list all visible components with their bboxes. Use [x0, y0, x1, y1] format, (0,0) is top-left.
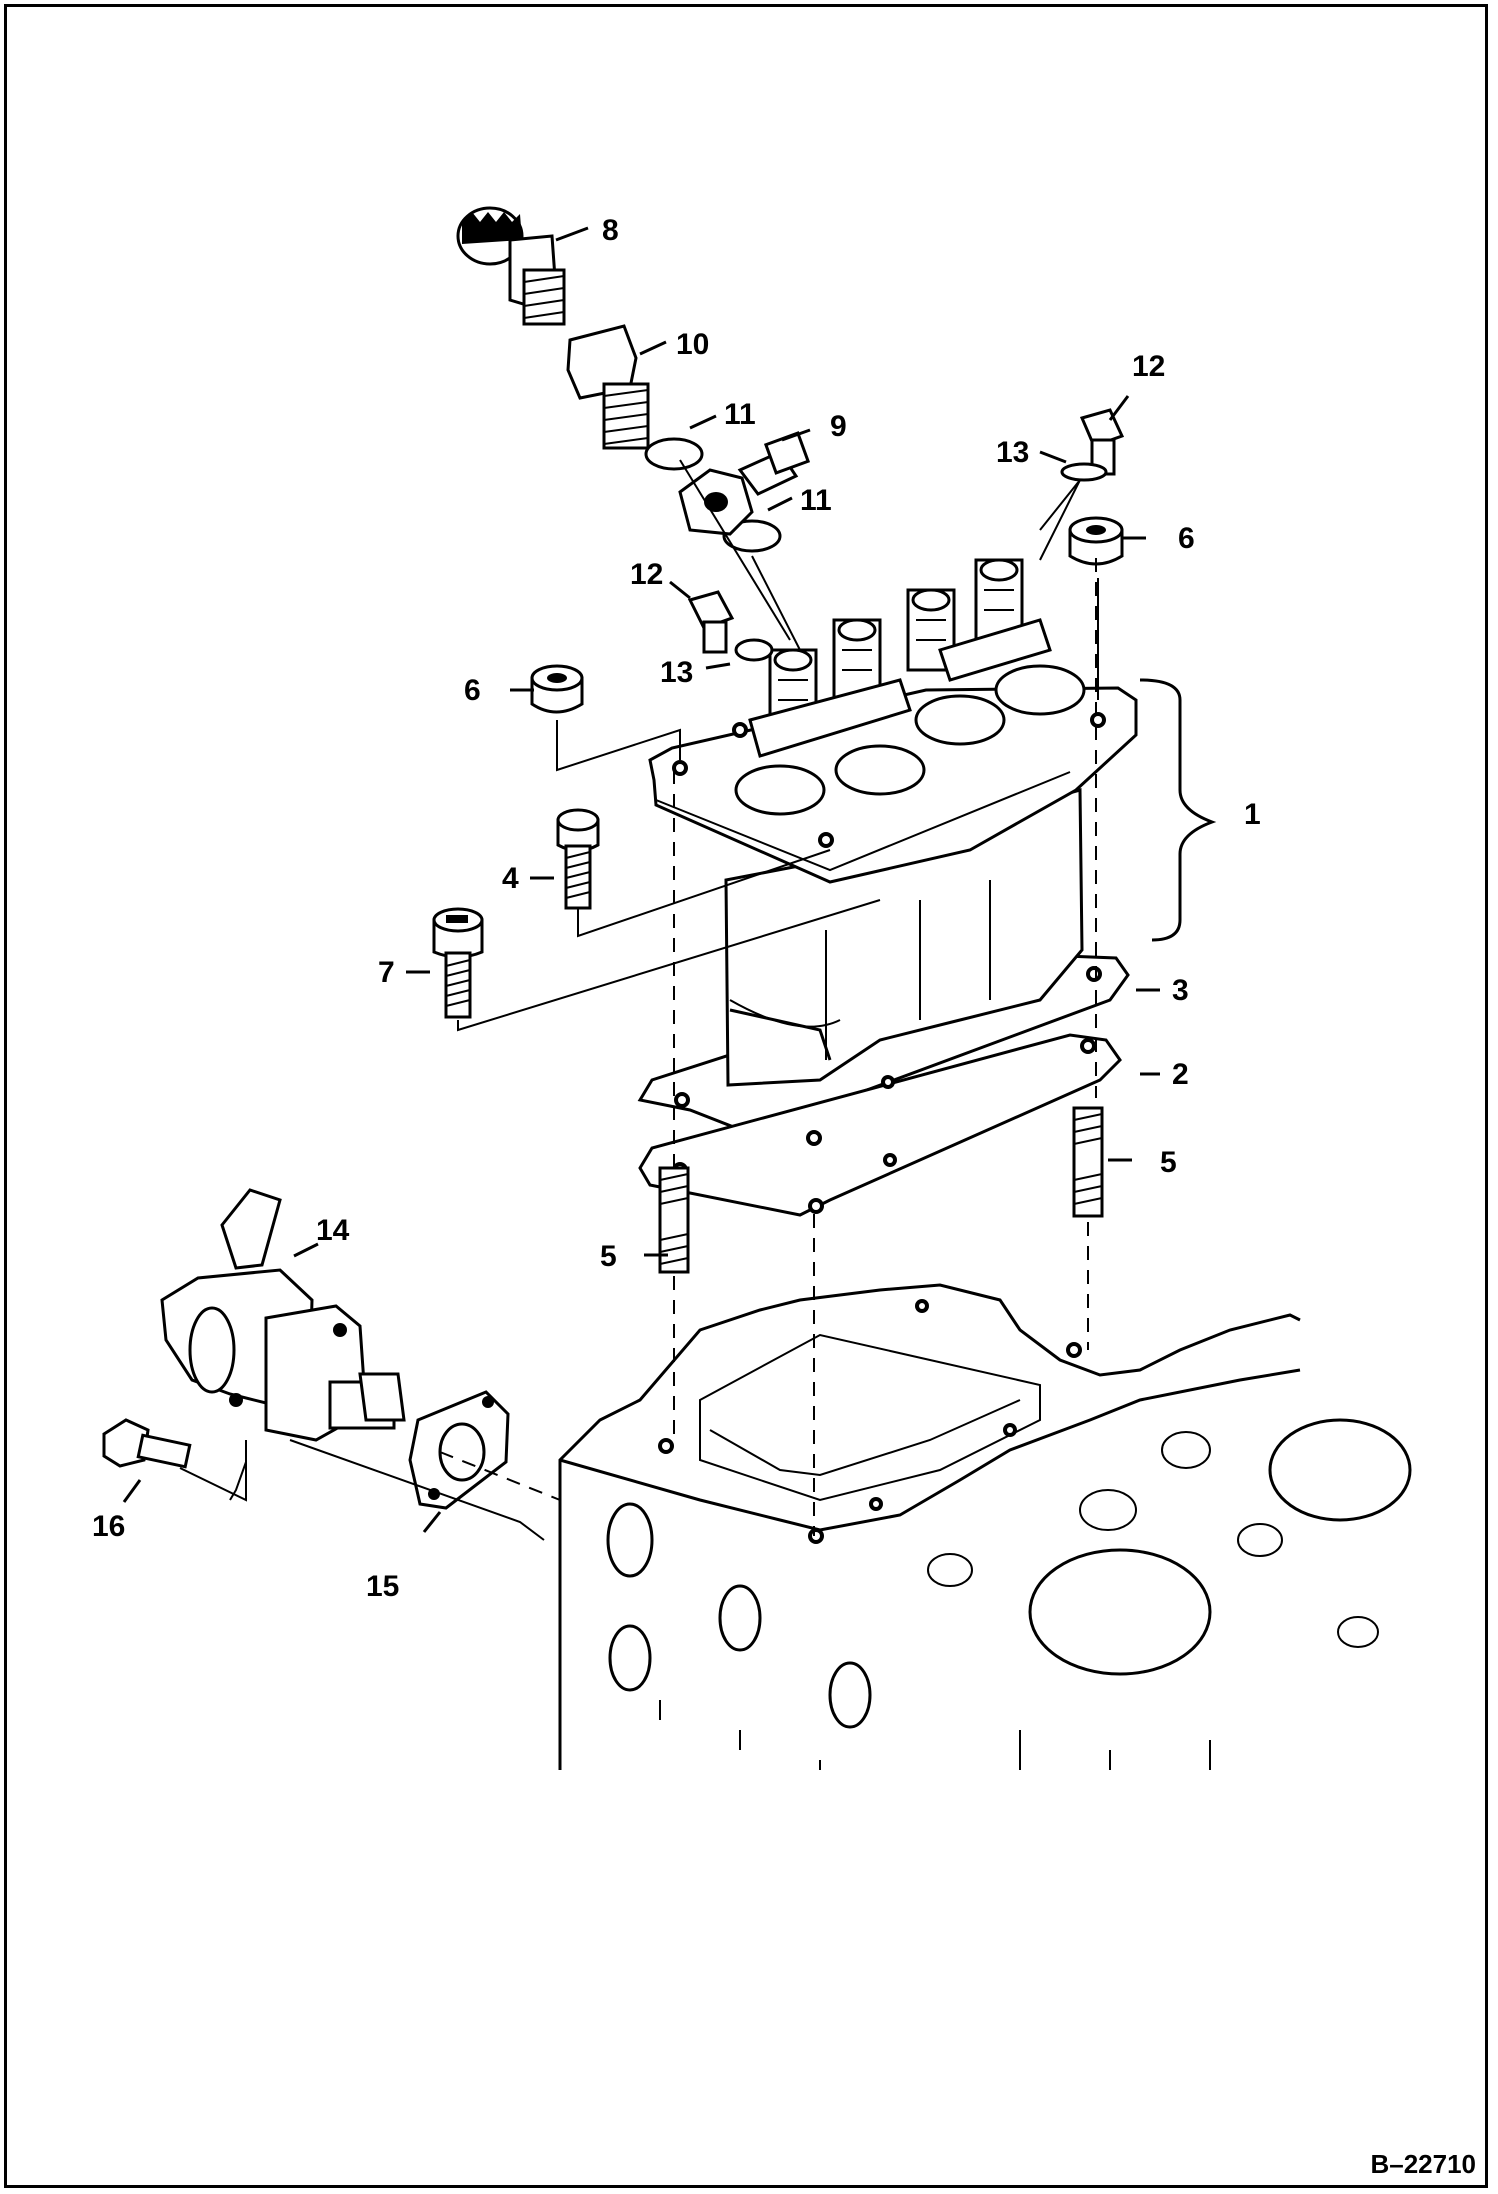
callout-10: 10 [676, 328, 709, 361]
callout-13-upper: 13 [996, 436, 1029, 469]
callout-3: 3 [1172, 974, 1189, 1007]
assembly-lines [179, 459, 1099, 1541]
eye-bolt-10 [566, 324, 650, 450]
feed-pump-14 [160, 1188, 406, 1442]
callout-labels: 1 2 3 4 5 5 6 6 7 8 9 10 11 11 12 12 13 … [92, 214, 1261, 1603]
callout-8: 8 [602, 214, 619, 247]
nut-6-right [1068, 516, 1124, 566]
callout-13-lower: 13 [660, 656, 693, 689]
callout-12-lower: 12 [630, 558, 663, 591]
callout-15: 15 [366, 1570, 399, 1603]
washer-13-upper [1060, 462, 1108, 482]
screw-12-lower [687, 590, 735, 654]
engine-block [558, 1283, 1412, 1770]
callout-leaders [122, 226, 1160, 1533]
callout-11-lower: 11 [800, 484, 832, 517]
callout-4: 4 [502, 862, 519, 895]
callout-12-upper: 12 [1132, 350, 1165, 383]
washer-11-upper [644, 437, 704, 471]
banjo-fitting-9 [678, 431, 811, 536]
washer-13-lower [734, 638, 774, 662]
callout-5-right: 5 [1160, 1146, 1177, 1179]
bolt-4 [556, 808, 600, 910]
nut-6-left [530, 664, 584, 714]
callout-14: 14 [316, 1214, 350, 1247]
callout-5-left: 5 [600, 1240, 617, 1273]
callout-2: 2 [1172, 1058, 1189, 1091]
stud-5-right [1072, 1106, 1104, 1218]
bolt-16 [102, 1418, 192, 1469]
callout-6-right: 6 [1178, 522, 1195, 555]
washer-11-lower [722, 519, 782, 553]
injection-pump [648, 558, 1138, 1087]
callout-1: 1 [1244, 798, 1261, 831]
callout-9: 9 [830, 410, 847, 443]
drawing-border [4, 4, 1488, 2188]
gasket-15 [408, 1390, 510, 1510]
callout-bracket-1 [1139, 678, 1217, 942]
callout-11-upper: 11 [724, 398, 756, 431]
callout-6-left: 6 [464, 674, 481, 707]
callout-16: 16 [92, 1510, 125, 1543]
overflow-valve-8 [456, 206, 566, 326]
bolt-7 [432, 907, 484, 1019]
figure-number: B–22710 [1370, 2149, 1476, 2179]
callout-7: 7 [378, 956, 395, 989]
